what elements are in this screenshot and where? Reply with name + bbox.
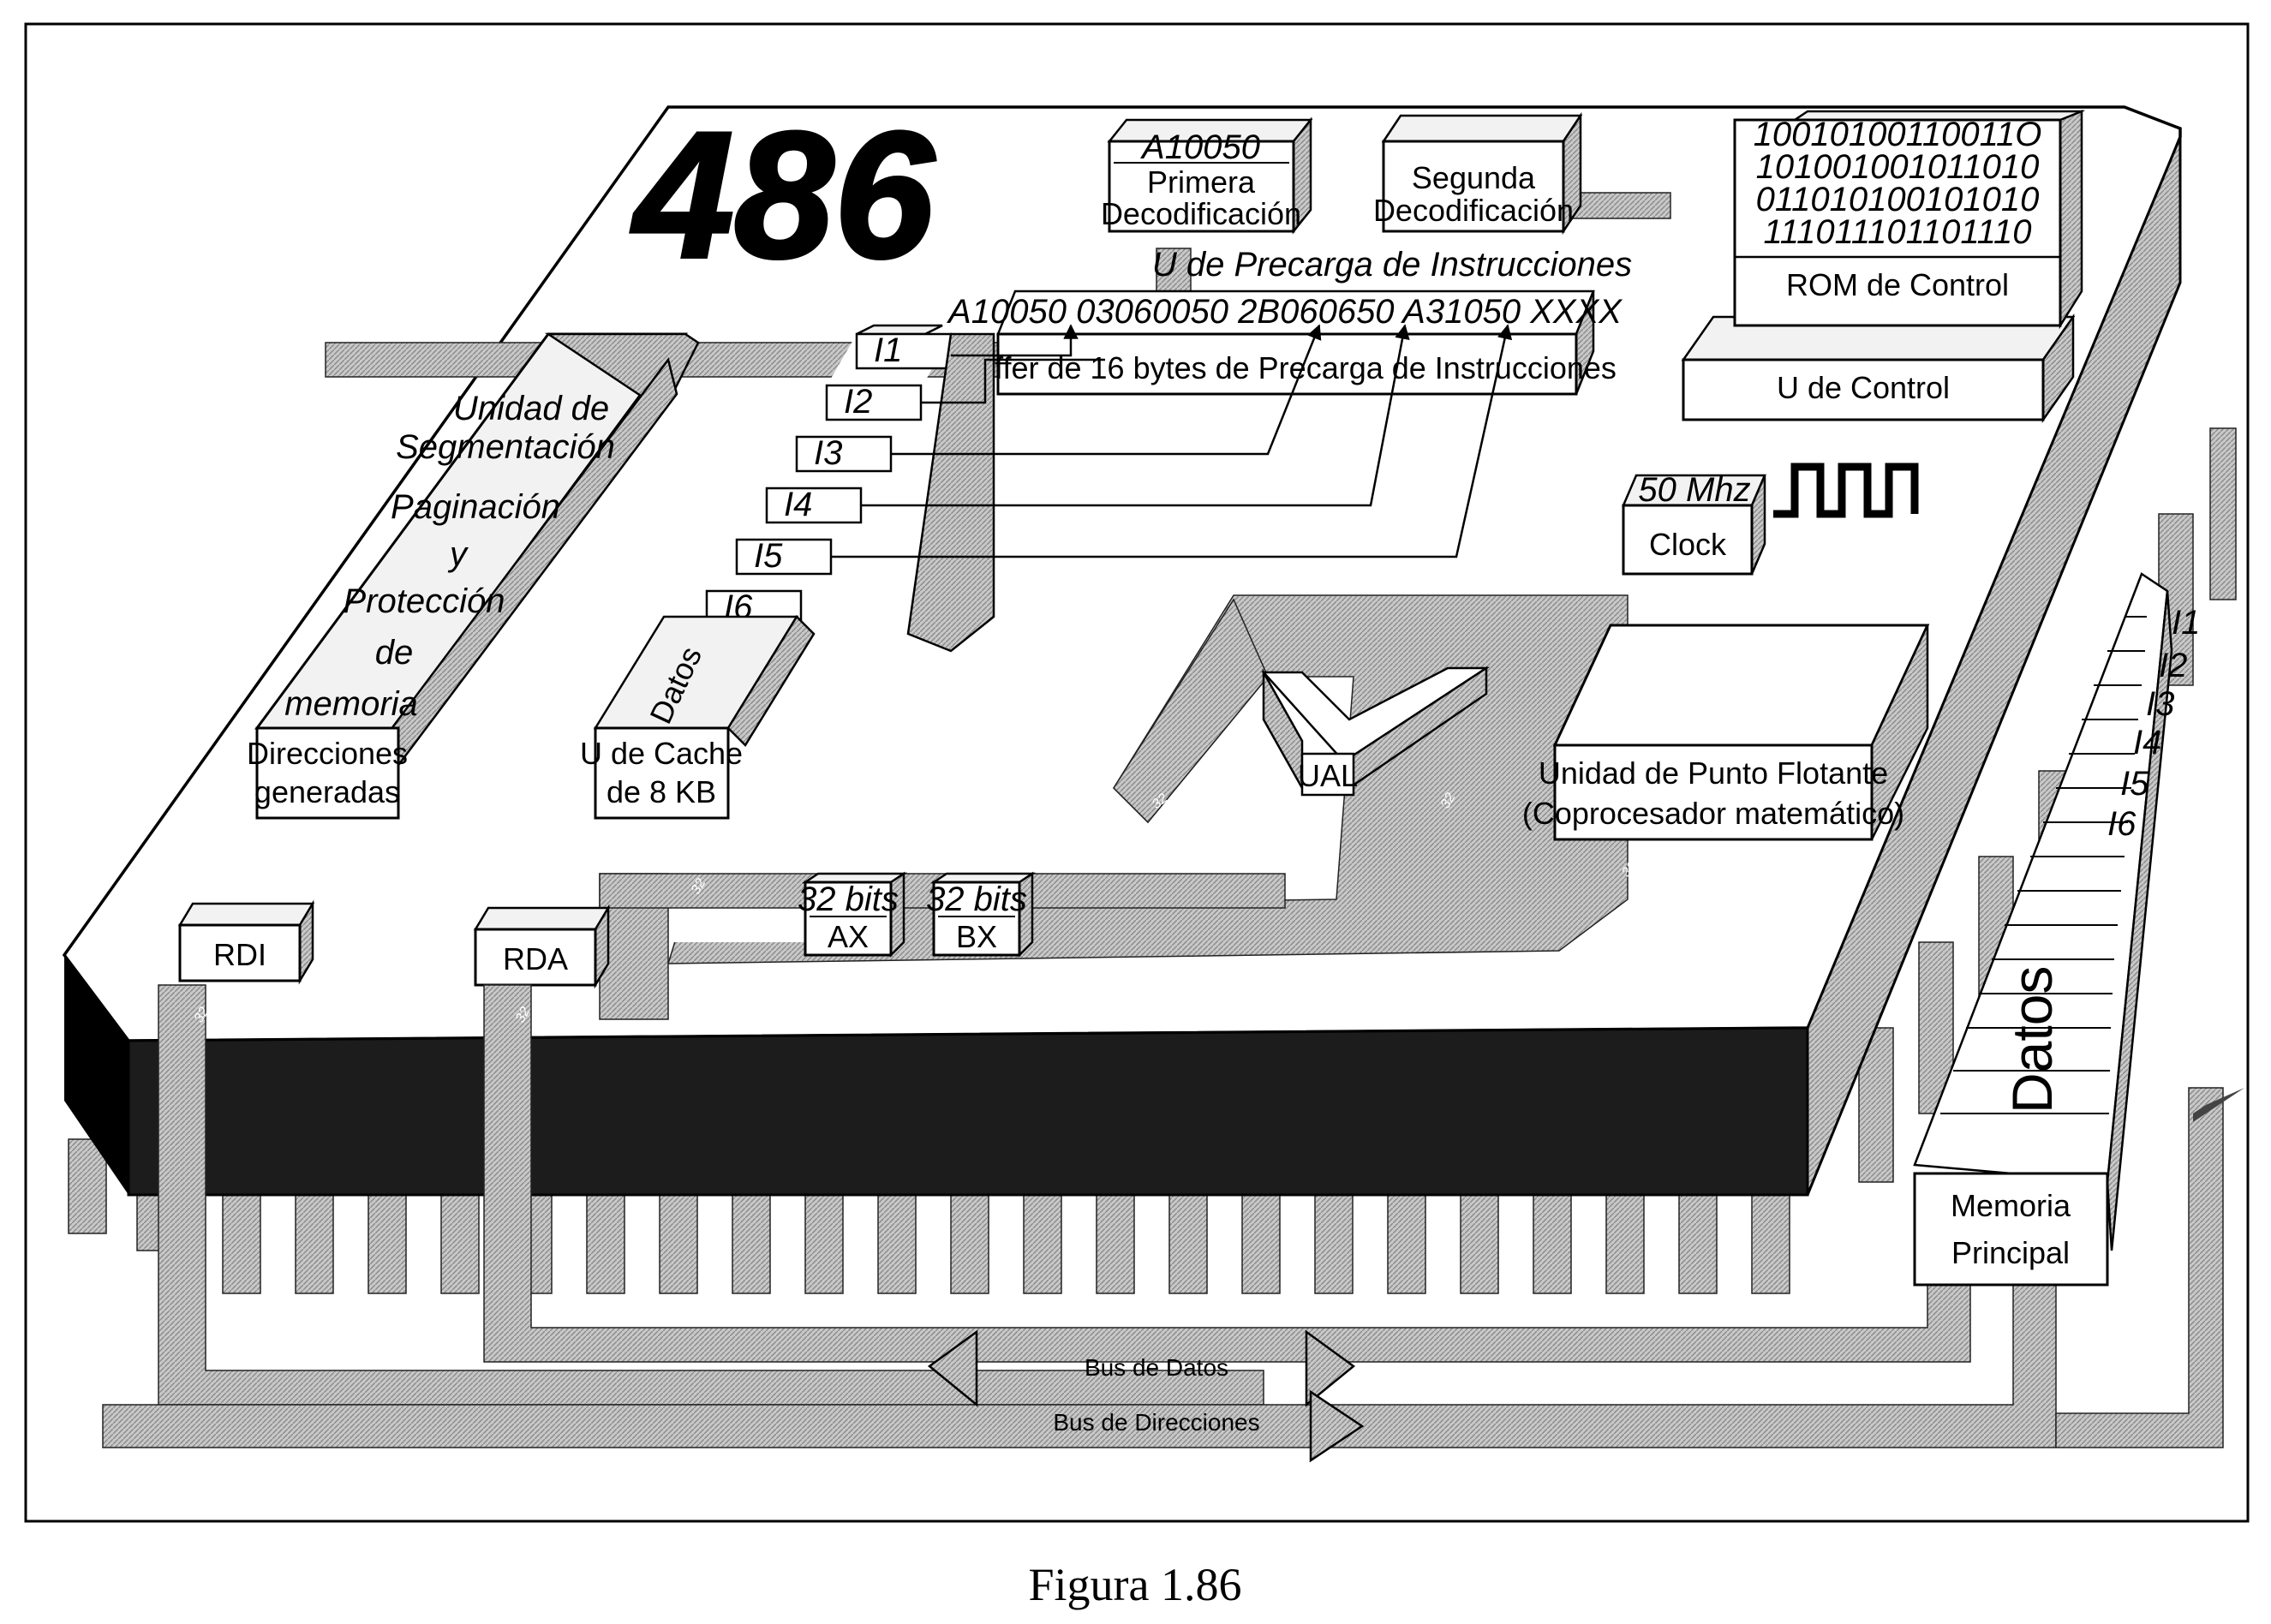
- segmentation-unit: Unidad de Segmentación Paginación y Prot…: [247, 332, 700, 820]
- memory-line2: Principal: [1951, 1235, 2070, 1270]
- second-decoder-line2: Decodificación: [1373, 193, 1574, 228]
- address-bus-label: Bus de Direcciones: [1053, 1409, 1259, 1436]
- first-decoder-line2: Decodificación: [1101, 196, 1301, 231]
- cache-line2: de 8 KB: [607, 774, 716, 809]
- rom-row-4: 111011101101110: [1764, 213, 2032, 251]
- segmentation-line-5: Protección: [344, 582, 505, 620]
- data-bus-label: Bus de Datos: [1085, 1354, 1228, 1381]
- rda-label: RDA: [503, 941, 568, 976]
- control-unit: U de Control 10010100110011O 10100100101…: [1681, 110, 2086, 423]
- queue-slot-3: I3: [814, 434, 842, 472]
- first-decoder: A10050 Primera Decodificación: [1101, 116, 1313, 235]
- register-bx-name: BX: [956, 919, 997, 954]
- clock-frequency: 50 Mhz: [1638, 471, 1750, 509]
- control-unit-label: U de Control: [1777, 370, 1950, 405]
- memory-slot-6: I6: [2107, 805, 2137, 843]
- segmentation-line-1: Unidad de: [453, 390, 609, 427]
- rom-row-2: 101001001011010: [1756, 148, 2040, 186]
- clock-waveform: [1773, 463, 1919, 518]
- queue-slot-4: I4: [784, 486, 812, 523]
- bus-width-rda: 32: [513, 1005, 534, 1025]
- rom-row-3: 011010100101010: [1756, 181, 2040, 218]
- memory-line1: Memoria: [1951, 1188, 2071, 1223]
- fpu-line1: Unidad de Punto Flotante: [1539, 755, 1888, 791]
- prefetch-unit-label: U de Precarga de Instrucciones: [1152, 246, 1632, 284]
- segmentation-line-4: y: [447, 535, 469, 573]
- memory-slot-3: I3: [2146, 685, 2174, 723]
- bus-width-cache-2: 32: [689, 876, 709, 897]
- alu-label: UAL: [1298, 758, 1358, 793]
- second-decoder: Segunda Decodificación: [1373, 111, 1583, 236]
- memory-slot-4: I4: [2133, 724, 2161, 761]
- queue-slot-2: I2: [844, 383, 872, 421]
- figure-caption: Figura 1.86: [1029, 1559, 1242, 1610]
- segmentation-line-6: de: [375, 634, 414, 672]
- bus-width-alu-right: 32: [1438, 791, 1459, 811]
- memory-slot-1: I1: [2172, 604, 2200, 642]
- fpu: Unidad de Punto Flotante (Coprocesador m…: [1522, 624, 1930, 841]
- register-bx-bits: 32 bits: [926, 881, 1027, 918]
- first-decoder-code: A10050: [1140, 128, 1260, 166]
- queue-slot-5: I5: [754, 537, 783, 575]
- segmentation-line-2: Segmentación: [396, 428, 615, 466]
- rdi-label: RDI: [213, 937, 266, 972]
- second-decoder-line1: Segunda: [1412, 160, 1536, 195]
- queue-slot-1: I1: [874, 331, 902, 369]
- first-decoder-line1: Primera: [1147, 164, 1256, 200]
- bus-arrows: [927, 1329, 1365, 1463]
- memory-data-label: Datos: [2000, 966, 2064, 1114]
- figure-border: [24, 22, 2250, 1523]
- register-ax-name: AX: [828, 919, 869, 954]
- clock-label: Clock: [1649, 527, 1727, 562]
- rda-register: RDA: [473, 904, 611, 989]
- generated-addresses-line1: Direcciones: [247, 736, 408, 771]
- instruction-queue: I1 I2 I3 I4 I5 I6: [702, 324, 1513, 653]
- rdi-register: RDI: [177, 899, 315, 985]
- alu: UAL: [1261, 666, 1491, 797]
- rom-label: ROM de Control: [1786, 267, 2009, 302]
- chip-title: 486: [631, 94, 935, 296]
- cache-unit: Datos U de Cache de 8 KB: [580, 614, 816, 820]
- rom-row-1: 10010100110011O: [1754, 116, 2042, 153]
- memory-slot-2: I2: [2159, 647, 2187, 684]
- generated-addresses-line2: generadas: [254, 774, 400, 809]
- fpu-line2: (Coprocesador matemático): [1522, 796, 1904, 831]
- bus-width-rdi: 32: [192, 1005, 212, 1025]
- segmentation-line-3: Paginación: [391, 488, 560, 526]
- registers: 32 bits AX 32 bits BX: [798, 871, 1037, 958]
- prefetch-hex-stream: A10050 03060050 2B060650 A31050 XXXX: [947, 293, 1623, 331]
- memory-slot-5: I5: [2120, 765, 2149, 803]
- clock: 50 Mhz Clock: [1622, 463, 1919, 576]
- register-ax-bits: 32 bits: [798, 881, 899, 918]
- segmentation-line-7: memoria: [284, 685, 418, 723]
- cache-line1: U de Cache: [580, 736, 743, 771]
- main-memory: I1 I2 I3 I4 I5 I6 Datos Memoria Principa…: [1913, 572, 2200, 1287]
